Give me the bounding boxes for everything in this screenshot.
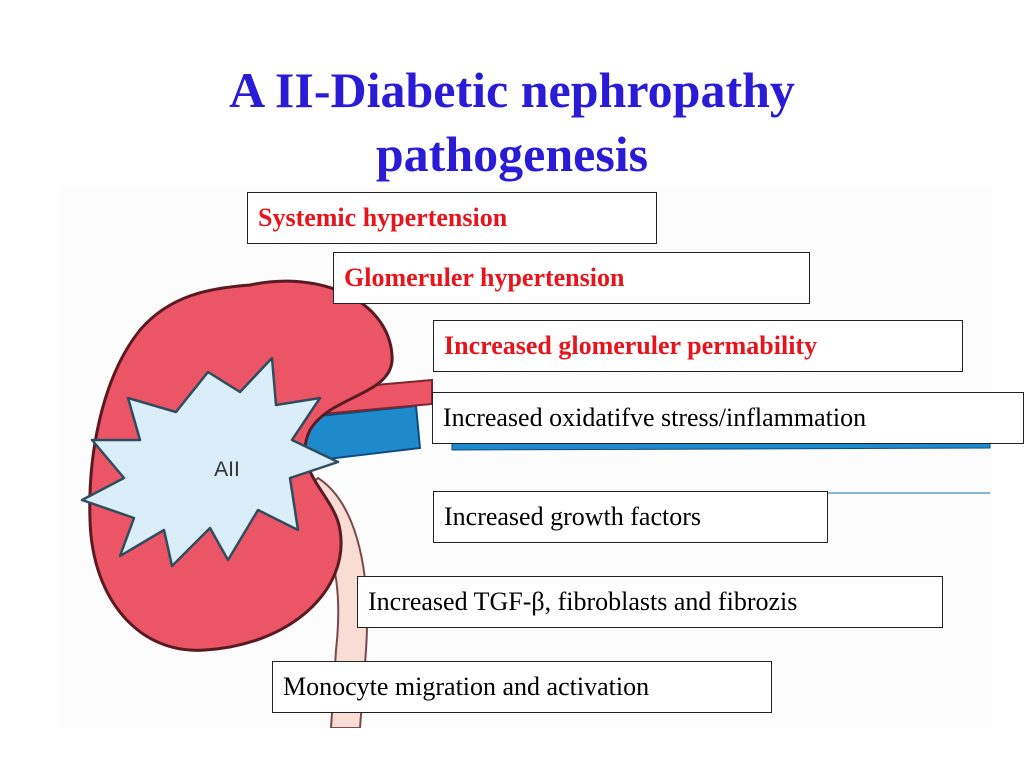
systemic-hypertension-box: Systemic hypertension [247,192,657,244]
title-line-1: A II-Diabetic nephropathy [229,62,795,118]
slide-title: A II-Diabetic nephropathy pathogenesis [0,58,1024,186]
glomerular-hypertension-box: Glomeruler hypertension [333,252,810,304]
oxidative-stress-box: Increased oxidatifve stress/inflammation [432,392,1024,444]
tgf-beta-fibrosis-box: Increased TGF-β, fibroblasts and fibrozi… [357,576,943,628]
glomerular-permeability-box: Increased glomeruler permability [433,320,963,372]
burst-label: AII [214,458,240,481]
title-line-2: pathogenesis [375,126,649,182]
angiotensin-burst [80,356,340,568]
growth-factors-box: Increased growth factors [433,491,828,543]
monocyte-migration-box: Monocyte migration and activation [272,661,772,713]
